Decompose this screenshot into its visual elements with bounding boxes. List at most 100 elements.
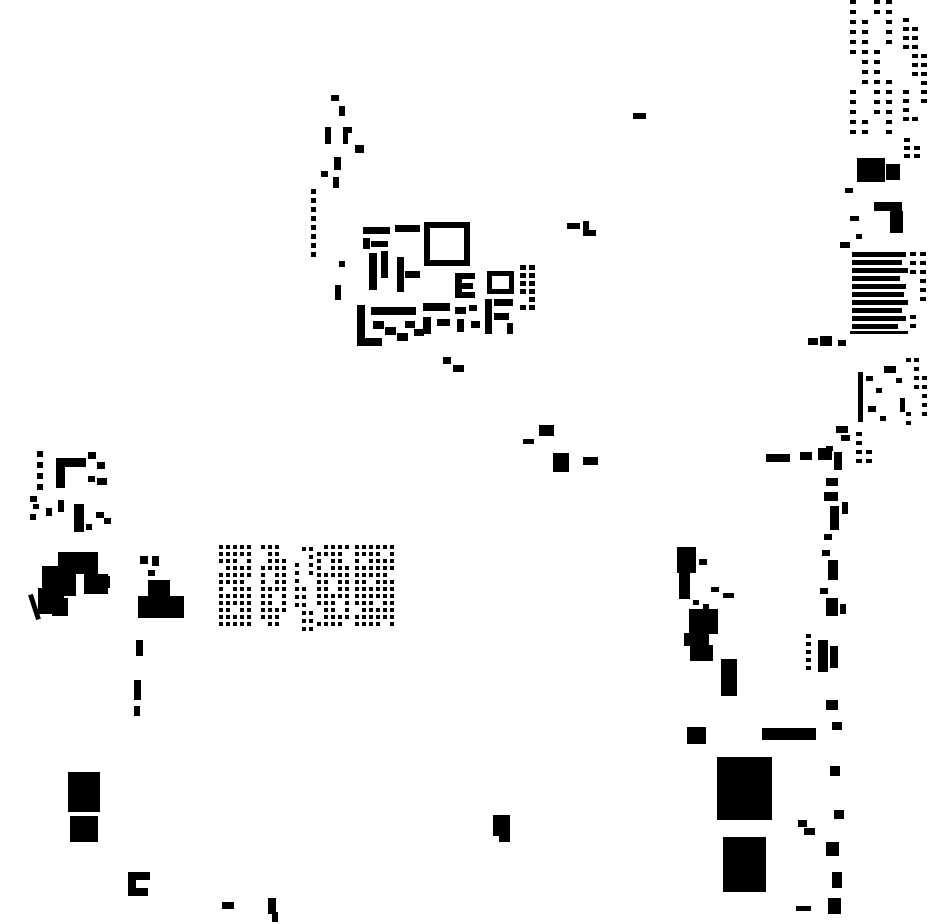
map-dot — [390, 545, 394, 549]
map-dot — [362, 587, 366, 591]
map-footprint — [371, 241, 388, 247]
map-footprint — [830, 766, 840, 776]
map-dot — [240, 573, 244, 577]
map-dot — [345, 615, 349, 619]
map-footprint — [826, 842, 839, 856]
map-footprint — [363, 238, 370, 249]
map-dot — [226, 601, 230, 605]
map-dot — [921, 99, 927, 103]
map-dot — [862, 30, 868, 34]
map-footprint — [381, 251, 388, 278]
map-footprint — [822, 550, 830, 556]
map-footprint — [325, 127, 331, 144]
map-dot — [914, 376, 919, 380]
map-footprint — [721, 659, 737, 696]
map-dot — [240, 608, 244, 612]
map-footprint — [876, 388, 882, 393]
map-footprint — [437, 319, 450, 326]
map-dot — [906, 421, 911, 425]
map-dot — [338, 622, 342, 626]
map-dot — [376, 615, 380, 619]
map-footprint — [88, 476, 95, 482]
map-dot — [376, 552, 380, 556]
map-dot — [874, 110, 880, 114]
map-footprint — [96, 576, 110, 588]
map-dot — [920, 252, 926, 256]
map-dot — [219, 559, 223, 563]
map-footprint — [711, 587, 719, 592]
map-footprint — [88, 452, 96, 459]
map-dot — [331, 622, 335, 626]
map-dot — [862, 130, 868, 134]
map-dot — [850, 50, 856, 54]
map-dot — [369, 573, 373, 577]
map-footprint — [766, 454, 790, 462]
map-dot — [331, 594, 335, 598]
map-dot — [390, 608, 394, 612]
map-dot — [219, 615, 223, 619]
map-dot — [390, 580, 394, 584]
map-dot — [866, 459, 872, 463]
map-dot — [914, 358, 919, 362]
map-footprint — [70, 816, 98, 842]
map-dot — [904, 138, 910, 142]
map-footprint — [818, 448, 832, 460]
map-dot — [383, 545, 387, 549]
map-dot — [914, 146, 920, 150]
map-dot — [233, 573, 237, 577]
map-dot — [376, 594, 380, 598]
map-footprint — [333, 177, 339, 188]
map-footprint — [30, 514, 36, 520]
map-footprint-outline — [487, 271, 514, 294]
map-footprint — [832, 872, 842, 888]
map-dot — [247, 559, 251, 563]
map-dot — [331, 608, 335, 612]
map-dot — [268, 615, 272, 619]
map-footprint — [343, 127, 352, 133]
map-footprint — [462, 273, 475, 279]
map-dot — [247, 573, 251, 577]
map-dot — [311, 252, 316, 257]
map-dot — [862, 70, 868, 74]
map-dot — [311, 234, 316, 239]
map-dot — [233, 552, 237, 556]
map-dot — [383, 594, 387, 598]
map-dot — [369, 559, 373, 563]
map-dot — [355, 594, 359, 598]
map-footprint — [457, 319, 464, 332]
map-dot — [226, 545, 230, 549]
map-footprint — [494, 313, 509, 320]
map-dot — [268, 552, 272, 556]
map-dot — [261, 608, 265, 612]
map-dot — [850, 0, 856, 4]
map-dot — [390, 601, 394, 605]
map-footprint — [828, 898, 841, 914]
map-dot — [324, 580, 328, 584]
map-dot — [886, 80, 892, 84]
map-dot — [324, 601, 328, 605]
map-footprint — [138, 596, 184, 618]
map-dot — [261, 594, 265, 598]
map-dot — [240, 566, 244, 570]
map-footprint — [689, 609, 718, 634]
map-footprint — [128, 872, 150, 880]
map-dot — [922, 385, 927, 389]
map-dot — [317, 566, 321, 570]
map-footprint — [385, 327, 396, 335]
map-footprint — [553, 453, 569, 472]
map-dot — [268, 601, 272, 605]
map-dot — [345, 601, 349, 605]
map-footprint — [268, 898, 276, 914]
map-dot — [219, 580, 223, 584]
map-dot — [914, 367, 919, 371]
map-footprint — [836, 426, 848, 433]
map-dot — [275, 552, 279, 556]
map-footprint — [890, 211, 903, 233]
map-footprint — [830, 646, 838, 668]
map-dot — [311, 225, 316, 230]
map-dot — [345, 594, 349, 598]
map-footprint — [423, 303, 450, 311]
map-dot — [886, 40, 892, 44]
map-dot — [862, 80, 868, 84]
map-dot — [226, 594, 230, 598]
